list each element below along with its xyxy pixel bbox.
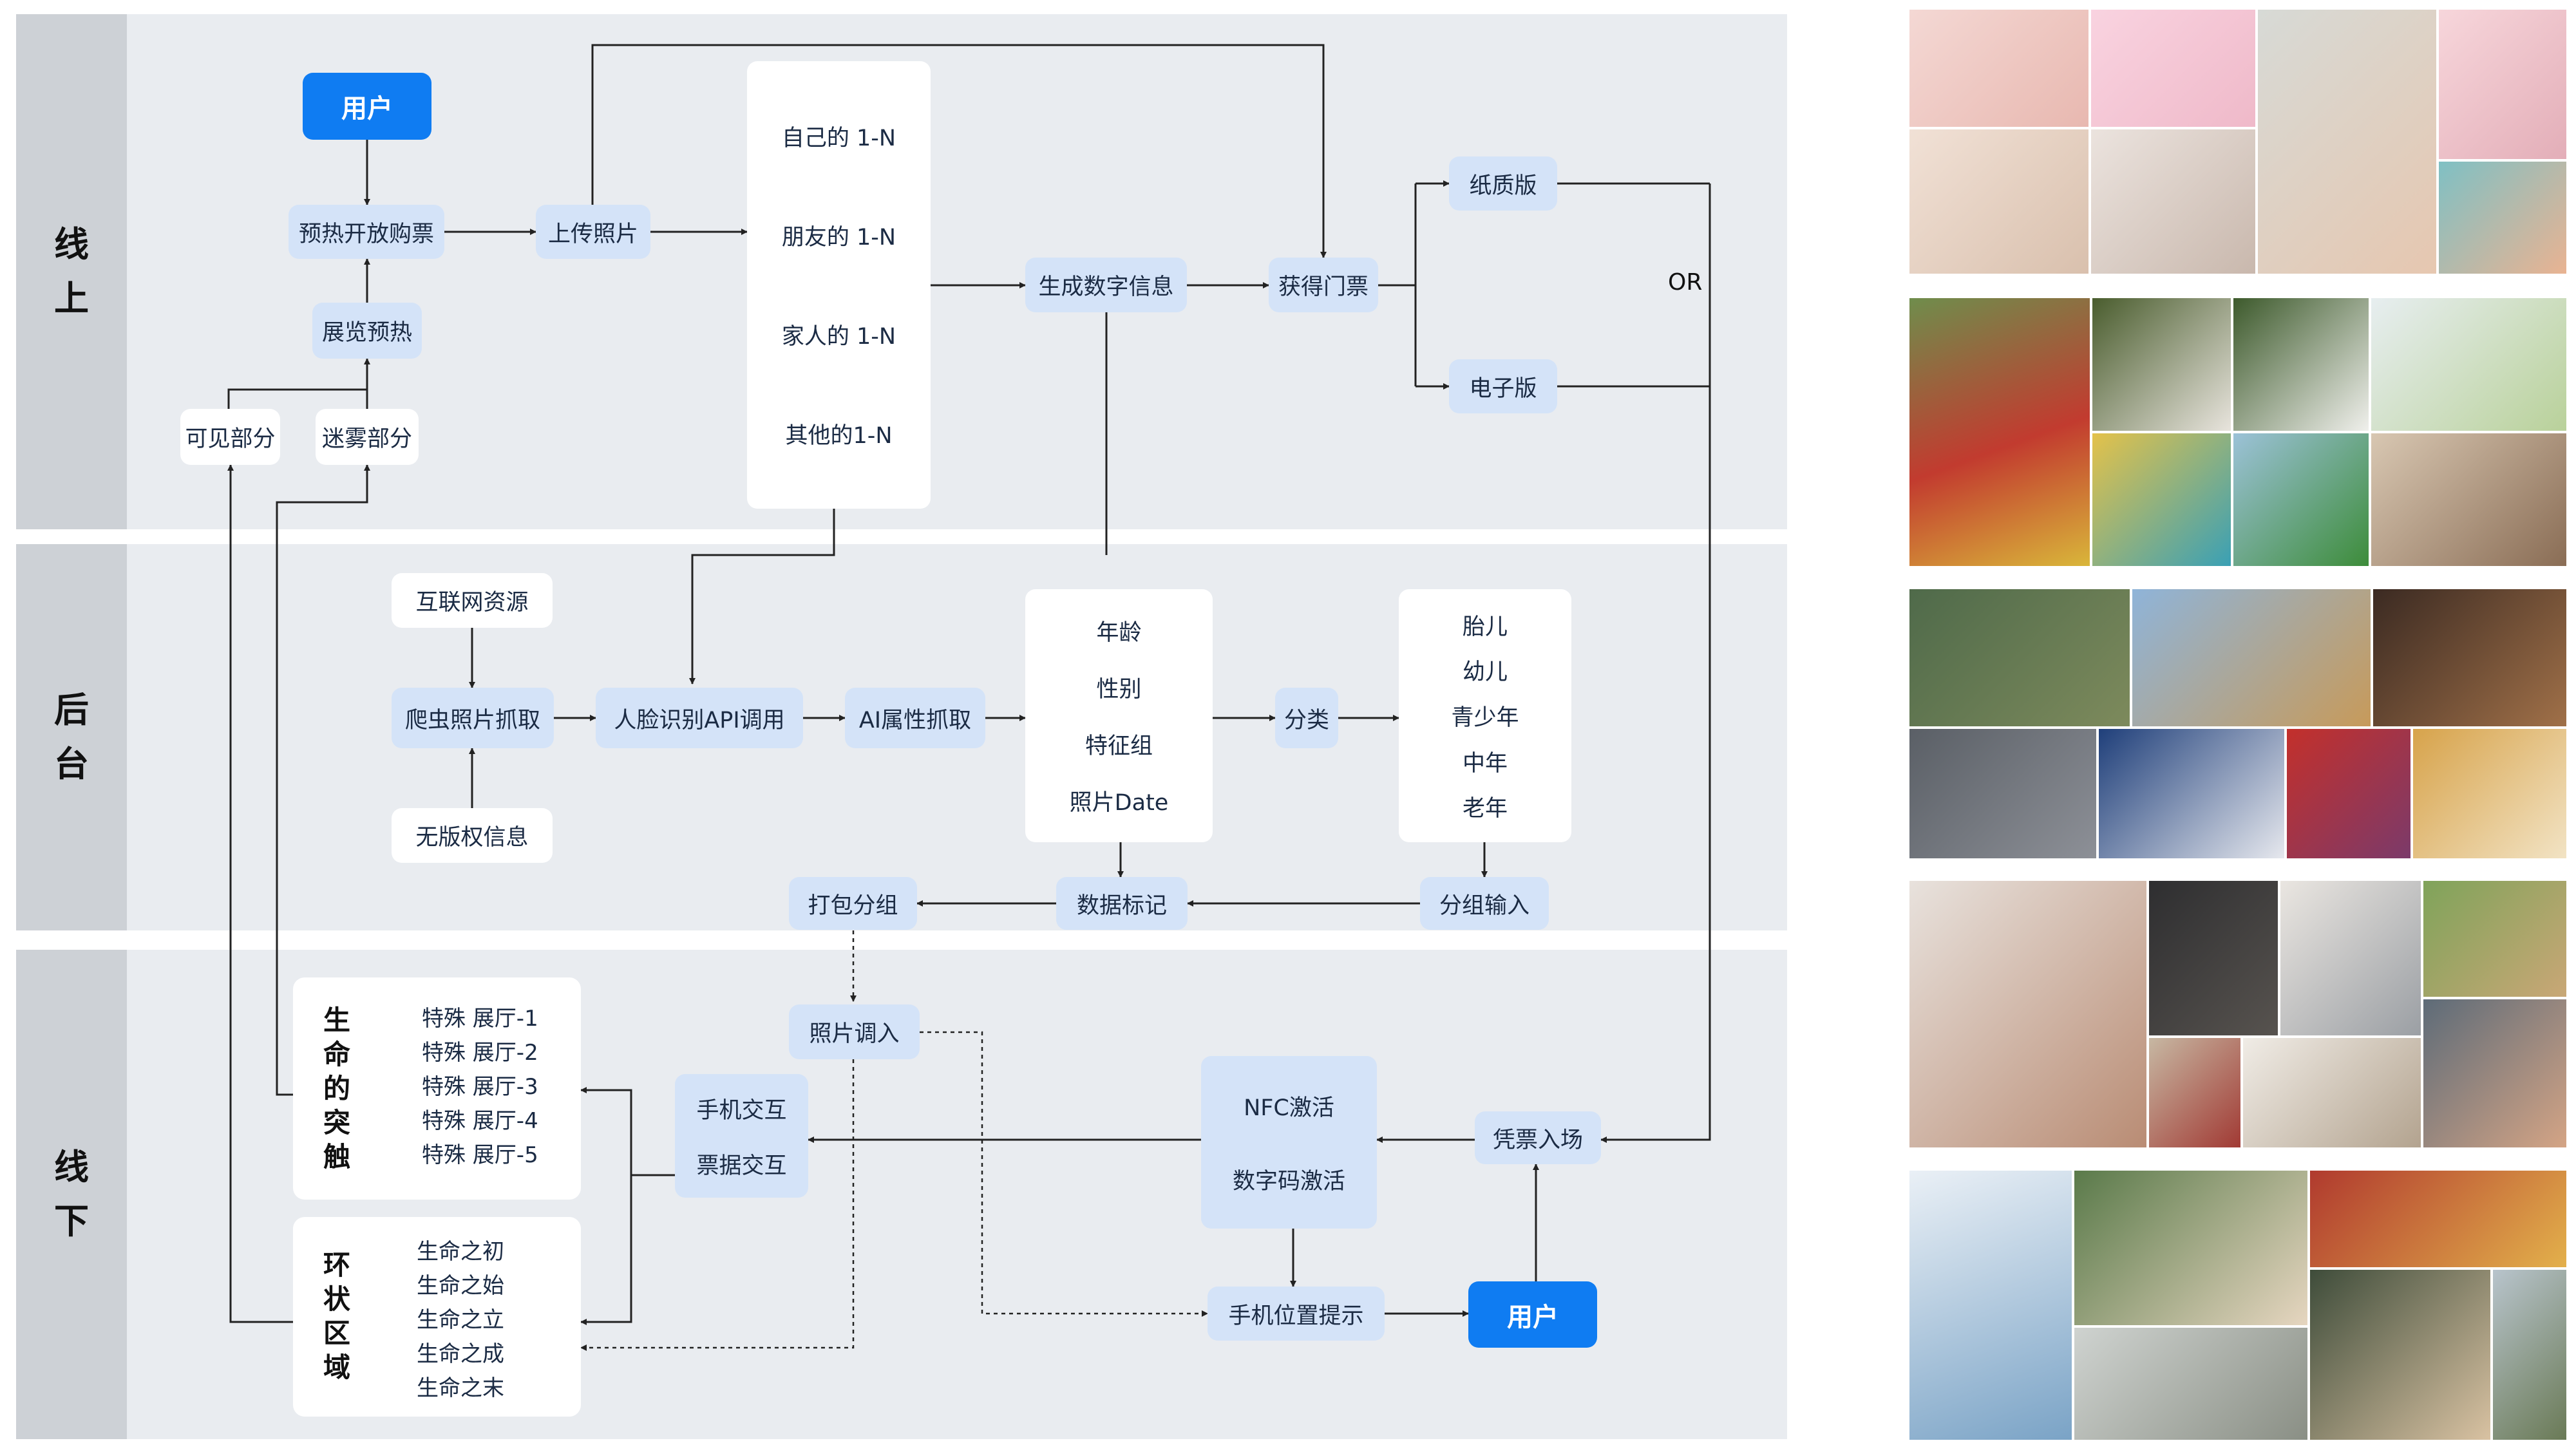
life-touch-panel: 生命的突触 特殊 展厅-1 特殊 展厅-2 特殊 展厅-3 特殊 展厅-4 特殊… (293, 977, 581, 1200)
attrs-list: 年龄 性别 特征组 照片Date (1025, 589, 1213, 842)
mark-node[interactable]: 数据标记 (1056, 877, 1188, 930)
photo-self: 自己的 1-N (781, 126, 896, 152)
photo-family: 家人的 1-N (781, 323, 896, 350)
internet-node[interactable]: 互联网资源 (392, 573, 553, 628)
gen-digital-node[interactable]: 生成数字信息 (1025, 258, 1187, 312)
edge-visible-exhibit (227, 388, 367, 409)
ring-item-4[interactable]: 生命之成 (417, 1341, 504, 1367)
user-end[interactable]: 用户 (1468, 1281, 1597, 1348)
hall-1[interactable]: 特殊 展厅-1 (422, 1006, 538, 1032)
age-fetus: 胎儿 (1462, 614, 1508, 640)
ai-attr-node[interactable]: AI属性抓取 (845, 688, 985, 748)
photo-collage-children (1909, 298, 2566, 566)
visible-node[interactable]: 可见部分 (180, 409, 280, 465)
photo-others: 其他的1-N (785, 422, 893, 449)
ring-title: 环状区域 (323, 1249, 350, 1383)
photo-in-node[interactable]: 照片调入 (789, 1004, 920, 1059)
connectors (227, 44, 1711, 1351)
edge-phone-halls (580, 1087, 675, 1176)
ring-item-5[interactable]: 生命之末 (417, 1375, 504, 1401)
interact-node[interactable]: 手机交互 票据交互 (675, 1074, 808, 1198)
edge-halls-fog (276, 464, 370, 1096)
paper-node[interactable]: 纸质版 (1449, 156, 1557, 211)
ring-item-1[interactable]: 生命之初 (417, 1239, 504, 1265)
online-label: 线上 (16, 14, 127, 529)
phone-interact[interactable]: 手机交互 (696, 1097, 787, 1124)
attr-gender: 性别 (1096, 676, 1142, 703)
photo-collage-youth (1909, 589, 2566, 858)
attr-age: 年龄 (1096, 619, 1142, 646)
hall-5[interactable]: 特殊 展厅-5 (422, 1142, 538, 1168)
or-label: OR (1668, 269, 1703, 296)
hall-3[interactable]: 特殊 展厅-3 (422, 1074, 538, 1100)
attr-features: 特征组 (1084, 733, 1153, 760)
edge-list-faceapi (689, 509, 835, 684)
electronic-node[interactable]: 电子版 (1449, 359, 1557, 413)
crawler-node[interactable]: 爬虫照片抓取 (392, 688, 554, 748)
backend-label: 后台 (16, 544, 127, 930)
face-api-node[interactable]: 人脸识别API调用 (596, 688, 803, 748)
phone-loc-node[interactable]: 手机位置提示 (1208, 1287, 1385, 1341)
edge-upload-top (591, 44, 1327, 258)
edge-photoin-loc (920, 1031, 1208, 1317)
digicode-activate[interactable]: 数字码激活 (1232, 1168, 1345, 1194)
ring-list: 生命之初 生命之始 生命之立 生命之成 生命之末 (417, 1235, 504, 1406)
get-ticket-node[interactable]: 获得门票 (1269, 258, 1378, 312)
ring-panel: 环状区域 生命之初 生命之始 生命之立 生命之成 生命之末 (293, 1217, 581, 1417)
fog-node[interactable]: 迷雾部分 (316, 409, 419, 465)
photo-friends: 朋友的 1-N (781, 225, 896, 251)
halls-list: 特殊 展厅-1 特殊 展厅-2 特殊 展厅-3 特殊 展厅-4 特殊 展厅-5 (422, 1002, 538, 1173)
age-youth: 青少年 (1451, 704, 1519, 731)
edge-or-down (1600, 184, 1711, 1143)
life-touch-title: 生命的突触 (323, 1004, 350, 1173)
presale-node[interactable]: 预热开放购票 (289, 205, 444, 259)
offline-label: 线下 (16, 950, 127, 1439)
age-infant: 幼儿 (1462, 659, 1508, 686)
hall-2[interactable]: 特殊 展厅-2 (422, 1040, 538, 1066)
group-input-node[interactable]: 分组输入 (1420, 877, 1549, 930)
nfc-activate[interactable]: NFC激活 (1244, 1095, 1334, 1121)
edge-ring-visible (227, 464, 293, 1323)
photo-collage-babies (1909, 10, 2566, 274)
exhibit-node[interactable]: 展览预热 (312, 303, 422, 359)
ages-list: 胎儿 幼儿 青少年 中年 老年 (1399, 589, 1571, 842)
ring-item-3[interactable]: 生命之立 (417, 1307, 504, 1333)
attr-date: 照片Date (1069, 790, 1169, 816)
nocopyright-node[interactable]: 无版权信息 (392, 808, 553, 863)
user-start[interactable]: 用户 (303, 73, 431, 140)
photo-collage-family (1909, 881, 2566, 1147)
entry-node[interactable]: 凭票入场 (1475, 1111, 1601, 1164)
classify-node[interactable]: 分类 (1275, 688, 1338, 748)
age-elderly: 老年 (1462, 796, 1508, 822)
ticket-interact[interactable]: 票据交互 (696, 1153, 787, 1179)
photo-list: 自己的 1-N 朋友的 1-N 家人的 1-N 其他的1-N (747, 61, 931, 509)
upload-node[interactable]: 上传照片 (536, 205, 650, 259)
pack-node[interactable]: 打包分组 (789, 877, 917, 930)
age-middle: 中年 (1462, 750, 1508, 777)
edge-photoin-ring (580, 1059, 855, 1351)
ring-item-2[interactable]: 生命之始 (417, 1273, 504, 1299)
hall-4[interactable]: 特殊 展厅-4 (422, 1108, 538, 1134)
edge-phone-ring (580, 1175, 632, 1325)
activation-node[interactable]: NFC激活 数字码激活 (1201, 1056, 1377, 1229)
photo-collage-elderly (1909, 1171, 2566, 1440)
